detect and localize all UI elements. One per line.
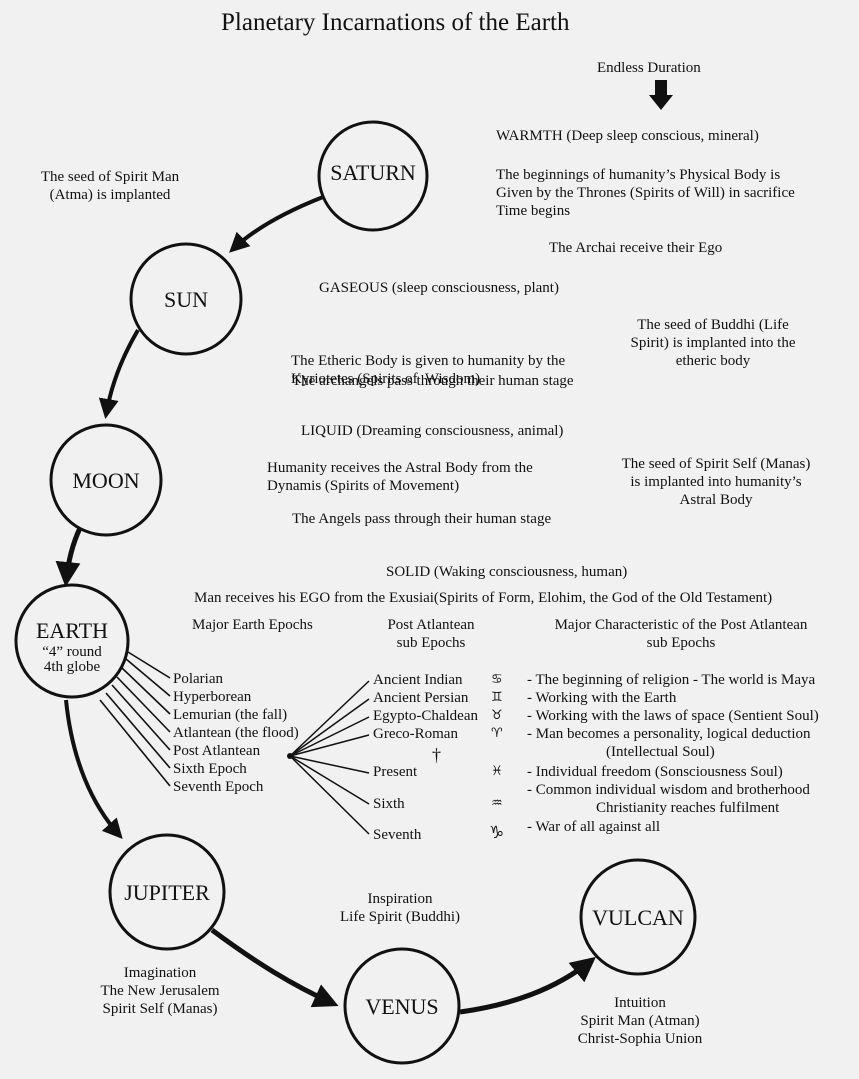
planet-label-jupiter: JUPITER (124, 880, 210, 905)
list-item: Seventh Epoch (173, 779, 264, 795)
jupiter-circle (108, 833, 226, 951)
astral-body-text: Humanity receives the Astral Body from t… (267, 460, 533, 494)
sub-epoch-egypto-chaldean: Egypto-Chaldean (373, 708, 478, 724)
characteristic-line: - Common individual wisdom and brotherho… (527, 782, 810, 798)
pisces-icon: ♓ (491, 764, 503, 779)
planet-label-vulcan: VULCAN (592, 905, 684, 930)
liquid-heading: LIQUID (Dreaming consciousness, animal) (301, 423, 564, 439)
manas-seed-text: The seed of Spirit Self (Manas)is implan… (621, 456, 811, 508)
saturn-seed-text: The seed of Spirit Man(Atma) is implante… (40, 169, 180, 203)
sun-circle (129, 242, 243, 356)
arrow-earth-jupiter (64, 699, 123, 839)
venus-circle (343, 947, 461, 1065)
sub-epoch-ancient-indian: Ancient Indian (373, 672, 463, 688)
taurus-icon: ♉ (491, 708, 503, 723)
list-item: Polarian (173, 671, 223, 687)
list-item: Hyperborean (173, 689, 252, 705)
sub-epoch-greco-roman: Greco-Roman (373, 726, 458, 742)
capricorn-icon: ♑ (489, 823, 505, 843)
arrow-sun-moon (98, 328, 140, 419)
sub-epoch-present: Present (373, 764, 418, 780)
archai-text: The Archai receive their Ego (549, 240, 723, 256)
arrow-saturn-sun (229, 195, 324, 253)
characteristic-line: - The beginning of religion - The world … (527, 672, 816, 688)
arrow-jupiter-venus (210, 927, 339, 1008)
etheric-body-text: The Etheric Body is given to humanity by… (291, 353, 566, 387)
planet-label-sun: SUN (163, 287, 208, 312)
endless-duration-arrow (649, 80, 673, 110)
cancer-icon: ♋ (491, 672, 503, 687)
arrow-moon-earth (55, 526, 83, 587)
gaseous-heading: GASEOUS (sleep consciousness, plant) (319, 280, 559, 296)
major-epochs-list: Polarian Hyperborean Lemurian (the fall)… (173, 670, 299, 796)
warmth-heading: WARMTH (Deep sleep conscious, mineral) (496, 128, 759, 144)
sub-epoch-fan-lines (289, 680, 370, 835)
sub-epoch-seventh: Seventh (373, 827, 422, 843)
epoch-fan-lines (99, 651, 171, 787)
characteristic-line: - War of all against all (527, 819, 661, 835)
cross-icon: † (432, 745, 441, 765)
planet-label-venus: VENUS (365, 994, 439, 1019)
sub-epoch-ancient-persian: Ancient Persian (373, 690, 469, 706)
aquarius-icon: ♒ (491, 796, 503, 811)
planet-label-moon: MOON (72, 468, 140, 493)
characteristic-line: Christianity reaches fulfilment (596, 800, 780, 816)
endless-duration-label: Endless Duration (597, 60, 701, 76)
moon-circle (49, 423, 163, 537)
list-item: Sixth Epoch (173, 761, 247, 777)
earth-round-label: “4” round (42, 644, 102, 660)
gemini-icon: ♊ (491, 690, 503, 705)
list-item: Lemurian (the fall) (173, 707, 288, 723)
vulcan-circle (579, 858, 697, 976)
characteristic-line: - Working with the Earth (527, 690, 677, 706)
sub-epoch-sixth: Sixth (373, 796, 405, 812)
planet-label-earth: EARTH (35, 618, 108, 643)
aries-icon: ♈ (491, 726, 503, 741)
characteristic-line: - Individual freedom (Sonsciousness Soul… (527, 764, 783, 780)
list-item: Atlantean (the flood) (173, 725, 299, 741)
characteristic-line: - Working with the laws of space (Sentie… (527, 708, 819, 724)
characteristics-header: Major Characteristic of the Post Atlante… (554, 617, 808, 651)
physical-body-text: The beginnings of humanity’s Physical Bo… (496, 167, 795, 219)
earth-globe-label: 4th globe (43, 659, 101, 675)
diagram-title: Planetary Incarnations of the Earth (221, 9, 570, 36)
saturn-circle (317, 120, 429, 232)
characteristic-line: (Intellectual Soul) (606, 744, 715, 760)
major-epochs-header: Major Earth Epochs (192, 617, 313, 633)
ego-text: Man receives his EGO from the Exusiai(Sp… (194, 590, 773, 606)
angels-text: The Angels pass through their human stag… (292, 511, 552, 527)
list-item: Post Atlantean (173, 743, 261, 759)
planet-label-saturn: SATURN (330, 160, 416, 185)
characteristic-line: - Man becomes a personality, logical ded… (527, 726, 811, 742)
archangels-text: The archangels pass through their human … (292, 373, 574, 389)
solid-heading: SOLID (Waking consciousness, human) (386, 564, 628, 580)
arrow-venus-vulcan (459, 956, 596, 1015)
